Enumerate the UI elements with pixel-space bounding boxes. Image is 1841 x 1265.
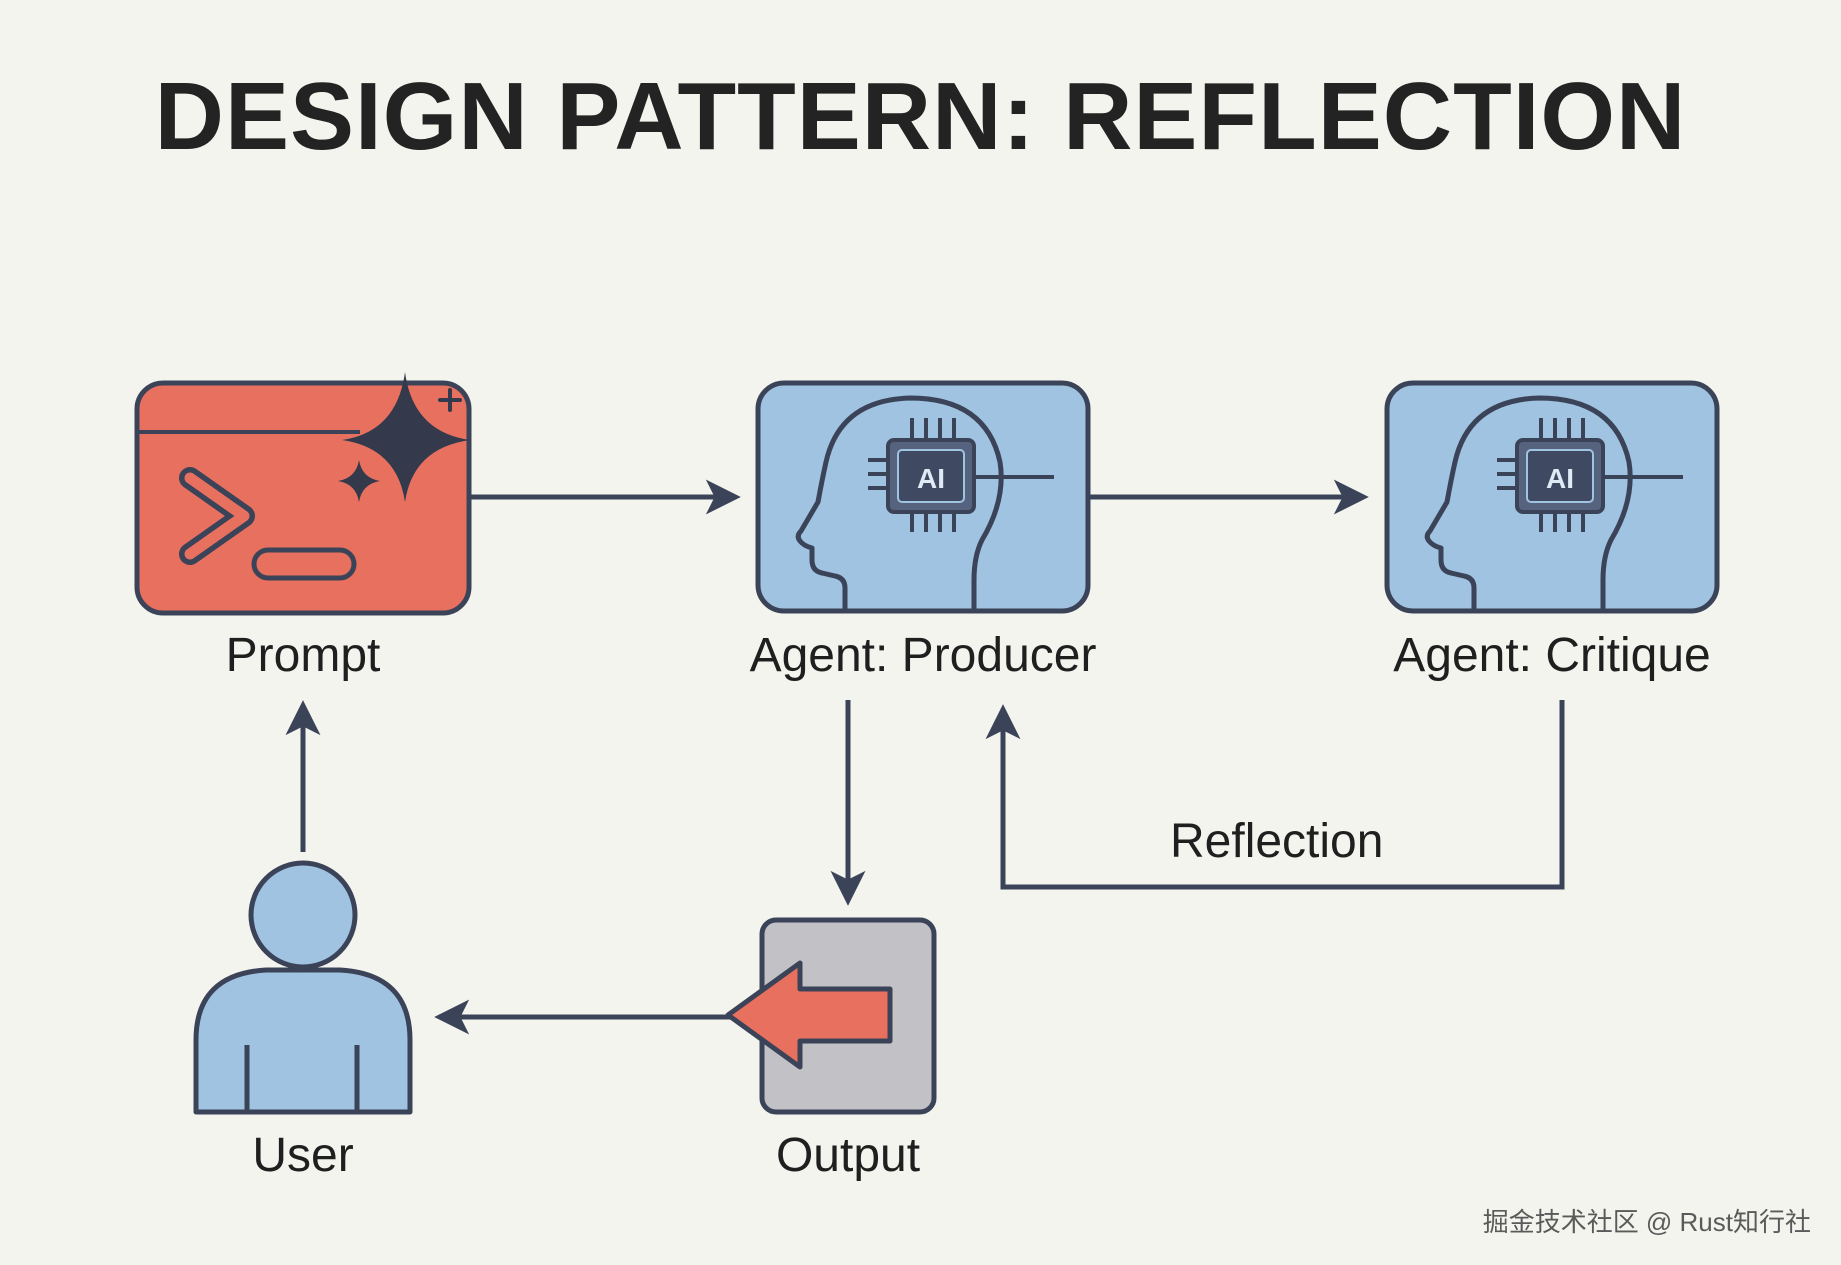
ai-chip-icon: [868, 418, 976, 532]
tiny-plus-icon: [438, 388, 462, 412]
critique-label: Agent: Critique: [1393, 629, 1711, 682]
producer-label: Agent: Producer: [749, 629, 1097, 682]
output-node: [725, 917, 937, 1115]
diagram-title: DESIGN PATTERN: REFLECTION: [154, 63, 1687, 170]
output-arrow-icon: [725, 960, 893, 1070]
prompt-node: [134, 372, 472, 616]
producer-node: AI: [755, 380, 1091, 614]
ai-head-outline-icon: [795, 395, 1004, 611]
ai-head-outline-icon: [1424, 395, 1633, 611]
edge-reflection-loop: [985, 700, 1565, 890]
user-head-icon: [248, 860, 358, 970]
critique-chip-text: AI: [1546, 463, 1574, 494]
prompt-label: Prompt: [225, 629, 381, 682]
output-label: Output: [775, 1129, 921, 1182]
small-sparkle-icon: [338, 460, 380, 502]
user-body-icon: [193, 967, 413, 1115]
reflection-edge-label: Reflection: [1170, 815, 1384, 868]
watermark-text: 掘金技术社区 @ Rust知行社: [1482, 1207, 1811, 1237]
producer-chip-text: AI: [917, 463, 945, 494]
large-sparkle-icon: [342, 372, 470, 502]
user-node: [193, 860, 413, 1115]
user-label: User: [252, 1129, 354, 1182]
critique-node: AI: [1384, 380, 1720, 614]
ai-chip-icon: [1497, 418, 1605, 532]
cursor-bar-icon: [251, 547, 357, 581]
